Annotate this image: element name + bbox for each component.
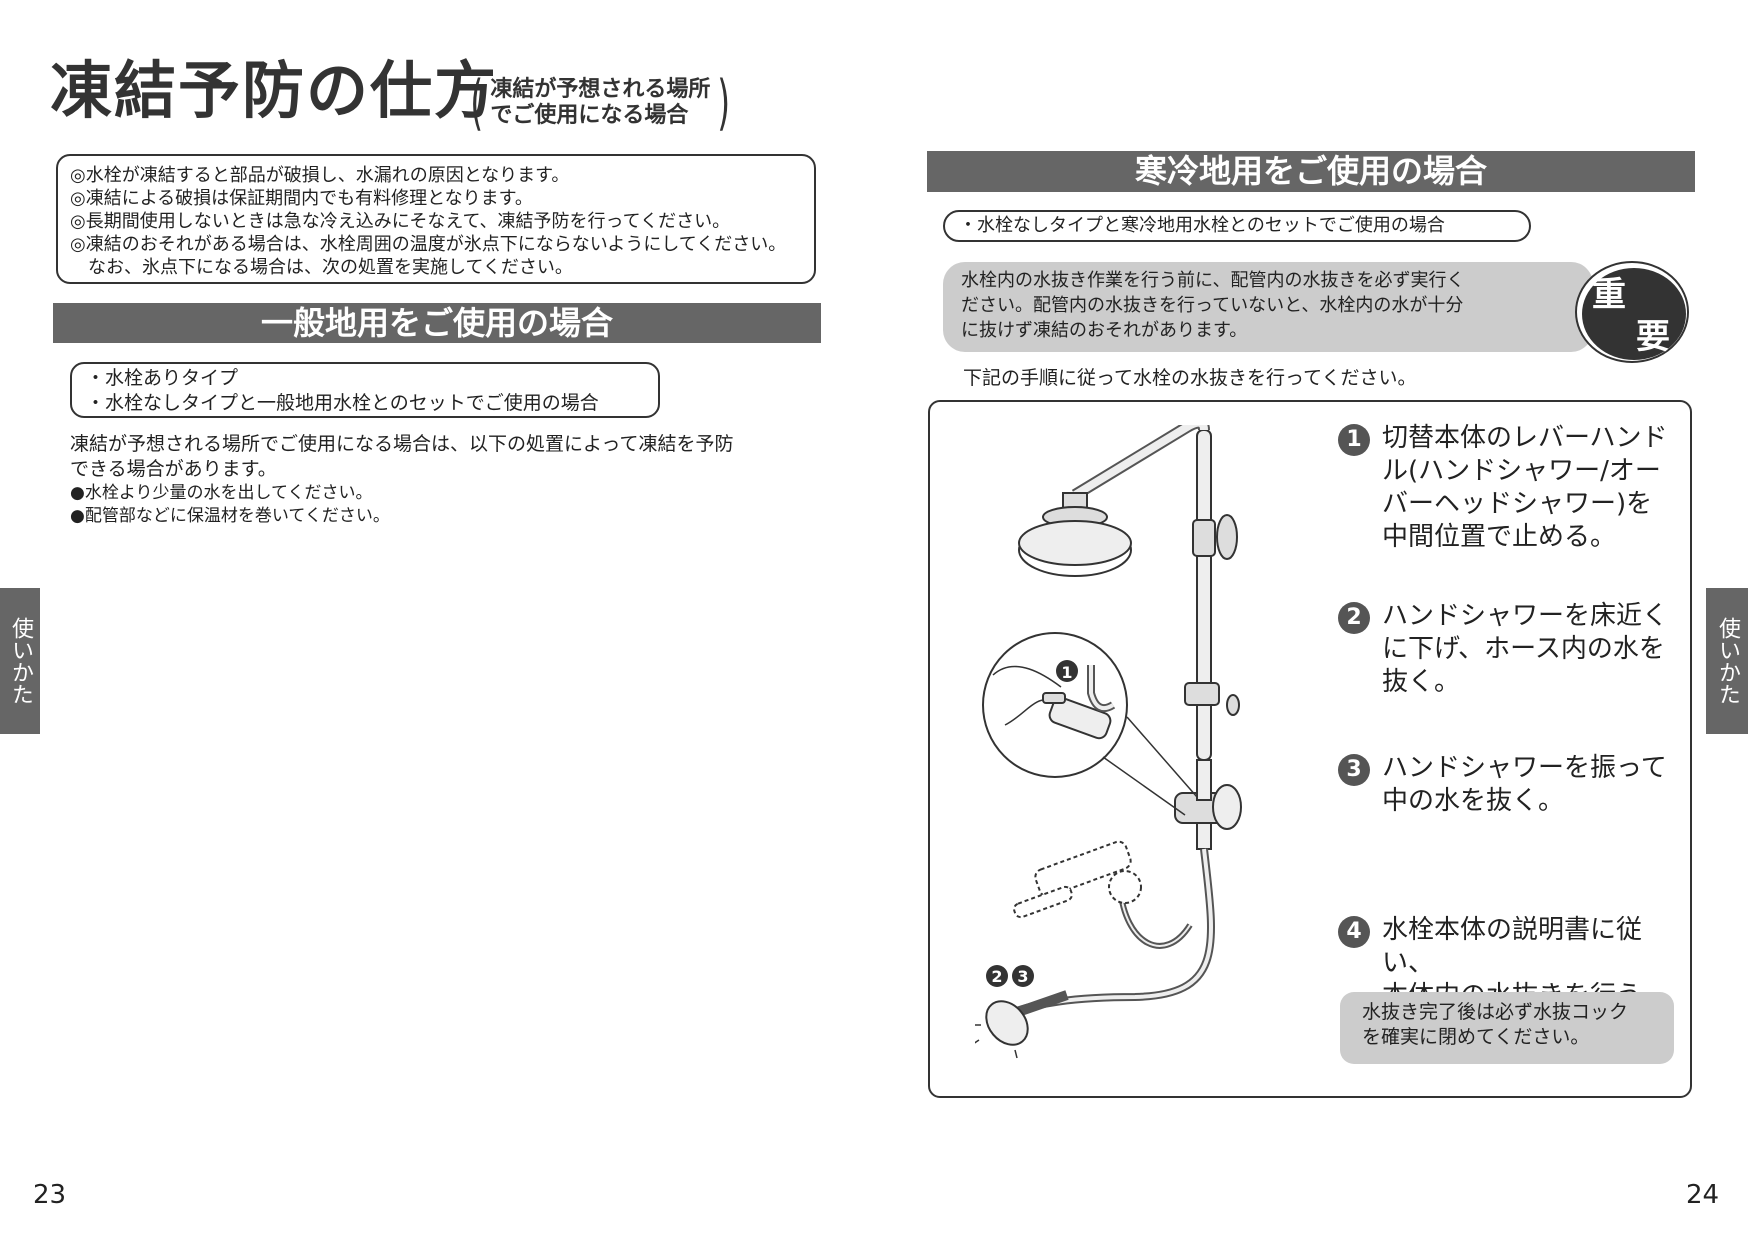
- page-title: 凍結予防の仕方: [50, 54, 499, 127]
- notice-line: ◎凍結のおそれがある場合は、水栓周囲の温度が氷点下にならないようにしてください。: [70, 234, 787, 255]
- step-text: ハンドシャワーを振って 中の水を抜く。: [1382, 752, 1678, 818]
- notice-line: なお、氷点下になる場合は、次の処置を実施してください。: [70, 257, 573, 278]
- badge-char-bottom: 要: [1636, 317, 1670, 357]
- step-line: 中の水を抜く。: [1382, 786, 1565, 816]
- step-1: 1 切替本体のレバーハンド ル(ハンドシャワー/オー バーヘッドシャワー)を 中…: [1338, 422, 1678, 554]
- step-3: 3 ハンドシャワーを振って 中の水を抜く。: [1338, 752, 1678, 818]
- step-number: 4: [1338, 916, 1370, 948]
- step-number: 3: [1338, 754, 1370, 786]
- important-line: に抜けず凍結のおそれがあります。: [961, 320, 1248, 341]
- step-line: ハンドシャワーを床近く: [1382, 601, 1669, 631]
- general-bullet: ●水栓より少量の水を出してください。: [70, 483, 373, 503]
- page-number-left: 23: [33, 1180, 67, 1210]
- general-body: 凍結が予想される場所でご使用になる場合は、以下の処置によって凍結を予防 できる場…: [70, 432, 830, 528]
- illus-callout-3: 3: [1017, 967, 1028, 986]
- important-badge-icon: 重 要: [1575, 261, 1689, 363]
- step-line: バーヘッドシャワー)を: [1382, 489, 1653, 519]
- subtitle-lines: 凍結が予想される場所 でご使用になる場合: [488, 77, 712, 129]
- illus-callout-1: 1: [1061, 663, 1072, 682]
- general-body-line: できる場合があります。: [70, 458, 277, 480]
- subtitle-paren-close: ): [717, 68, 731, 138]
- side-tab-right: 使いかた: [1706, 588, 1748, 734]
- subtitle-line-2: でご使用になる場合: [490, 103, 689, 128]
- important-line: ださい。配管内の水抜きを行っていないと、水栓内の水が十分: [961, 295, 1464, 316]
- instruction-text: 下記の手順に従って水栓の水抜きを行ってください。: [963, 367, 1417, 389]
- procedure-box: [928, 400, 1692, 1098]
- subtitle-paren-open: (: [470, 68, 484, 138]
- subtitle-line-1: 凍結が予想される場所: [490, 77, 711, 102]
- notice-line: ◎水栓が凍結すると部品が破損し、水漏れの原因となります。: [70, 165, 570, 186]
- illus-callout-2: 2: [991, 967, 1002, 986]
- step-text: ハンドシャワーを床近く に下げ、ホース内の水を 抜く。: [1382, 600, 1678, 699]
- notice-line: ◎凍結による破損は保証期間内でも有料修理となります。: [70, 188, 533, 209]
- notice-line: ◎長期間使用しないときは急な冷え込みにそなえて、凍結予防を行ってください。: [70, 211, 731, 232]
- general-type-box: ・水栓ありタイプ ・水栓なしタイプと一般地用水栓とのセットでご使用の場合: [70, 362, 660, 418]
- general-bullet: ●配管部などに保温材を巻いてください。: [70, 506, 390, 526]
- step-text: 切替本体のレバーハンド ル(ハンドシャワー/オー バーヘッドシャワー)を 中間位…: [1382, 422, 1678, 554]
- step-line: 切替本体のレバーハンド: [1382, 423, 1668, 453]
- step-line: 抜く。: [1382, 667, 1461, 697]
- step-line: ル(ハンドシャワー/オー: [1382, 456, 1661, 486]
- general-section-heading: 一般地用をご使用の場合: [53, 303, 821, 343]
- general-body-line: 凍結が予想される場所でご使用になる場合は、以下の処置によって凍結を予防: [70, 433, 734, 455]
- step-line: に下げ、ホース内の水を: [1382, 634, 1665, 664]
- important-line: 水栓内の水抜き作業を行う前に、配管内の水抜きを必ず実行く: [961, 270, 1465, 291]
- shower-system-illustration-icon: 1 2 3: [975, 425, 1242, 1059]
- cold-type-box: ・水栓なしタイプと寒冷地用水栓とのセットでご使用の場合: [943, 210, 1531, 242]
- finish-line: 水抜き完了後は必ず水抜コック: [1362, 1001, 1629, 1023]
- side-tab-left: 使いかた: [0, 588, 40, 734]
- notice-box: ◎水栓が凍結すると部品が破損し、水漏れの原因となります。 ◎凍結による破損は保証…: [56, 154, 816, 284]
- step-line: ハンドシャワーを振って: [1382, 753, 1667, 783]
- step-line: 水栓本体の説明書に従い、: [1382, 915, 1643, 978]
- general-type-line: ・水栓なしタイプと一般地用水栓とのセットでご使用の場合: [86, 392, 599, 414]
- page-subtitle: ( 凍結が予想される場所 でご使用になる場合 ): [465, 72, 736, 134]
- step-line: 中間位置で止める。: [1382, 522, 1617, 552]
- page-number-right: 24: [1686, 1180, 1720, 1210]
- step-2: 2 ハンドシャワーを床近く に下げ、ホース内の水を 抜く。: [1338, 600, 1678, 699]
- step-number: 2: [1338, 602, 1370, 634]
- general-type-line: ・水栓ありタイプ: [86, 367, 239, 389]
- important-note: 水栓内の水抜き作業を行う前に、配管内の水抜きを必ず実行く ださい。配管内の水抜き…: [943, 262, 1593, 352]
- cold-section-heading: 寒冷地用をご使用の場合: [927, 151, 1695, 192]
- badge-char-top: 重: [1592, 275, 1626, 315]
- finish-line: を確実に閉めてください。: [1362, 1026, 1590, 1048]
- finish-note: 水抜き完了後は必ず水抜コック を確実に閉めてください。: [1340, 992, 1674, 1064]
- step-number: 1: [1338, 424, 1370, 456]
